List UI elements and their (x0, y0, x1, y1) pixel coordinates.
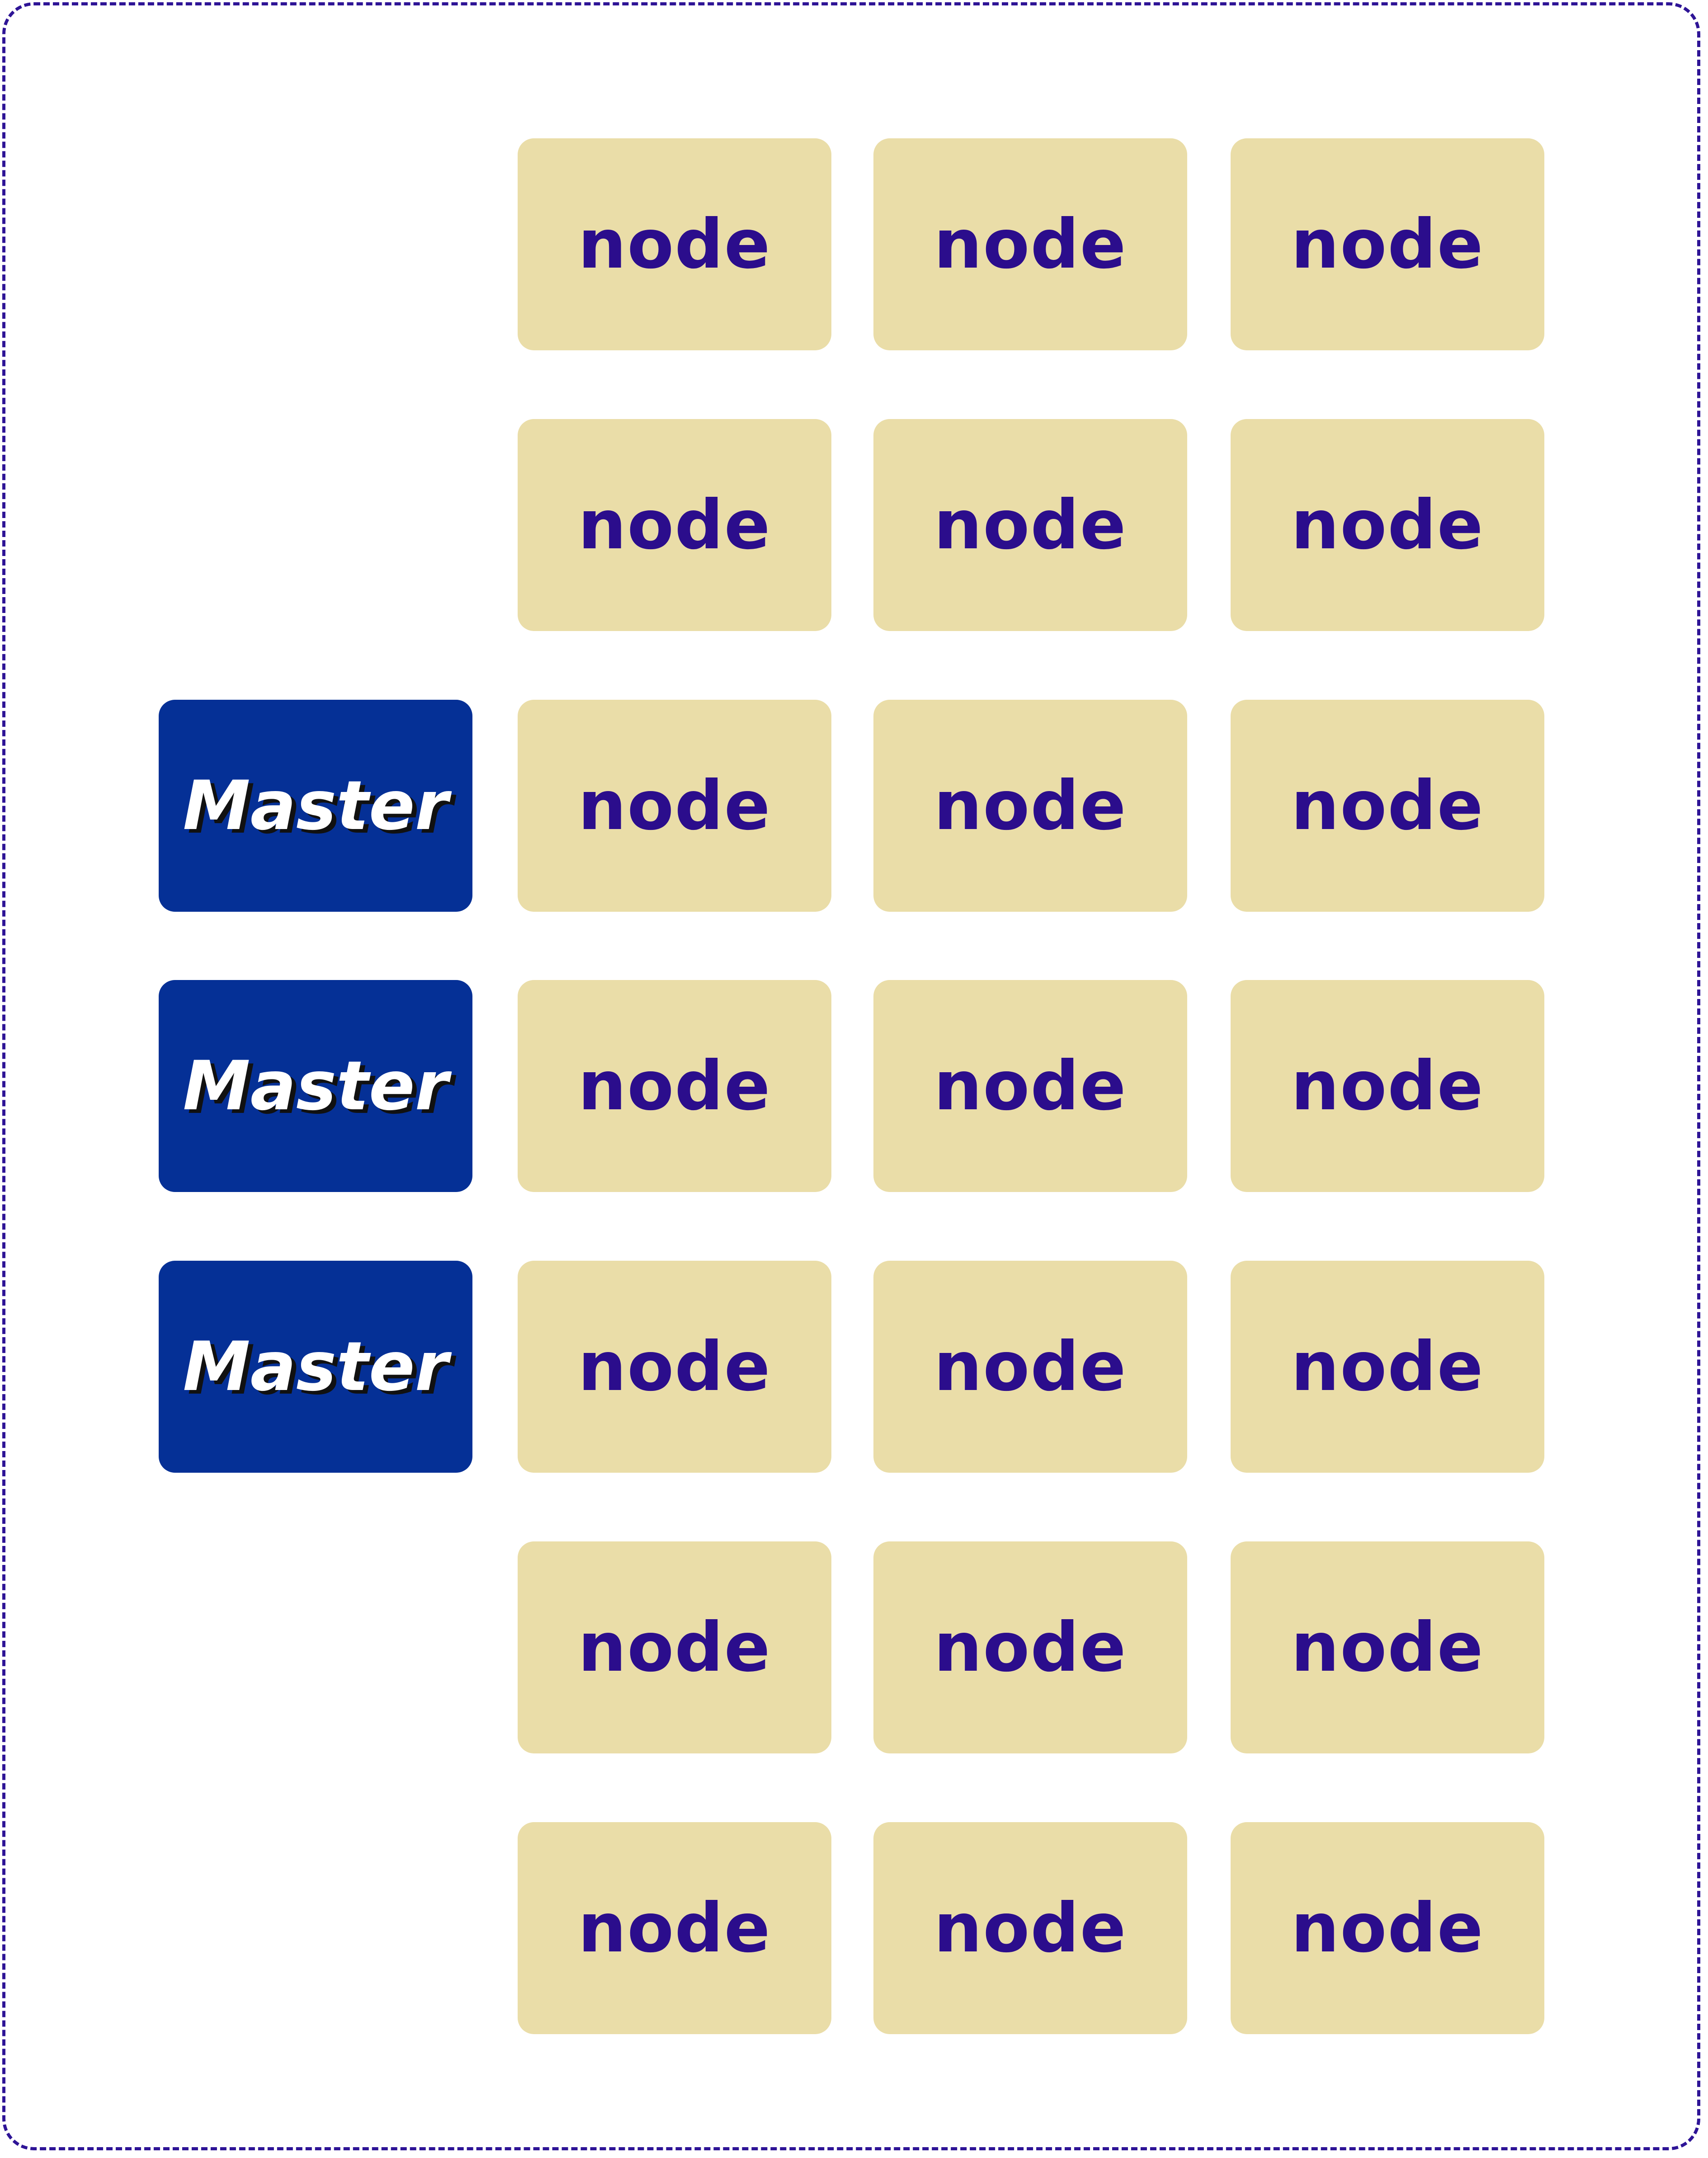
node-box: node (873, 138, 1187, 350)
node-box: node (1231, 700, 1544, 912)
node-box: node (1231, 1261, 1544, 1473)
node-box: node (873, 700, 1187, 912)
node-box: node (873, 419, 1187, 631)
node-box: node (873, 1541, 1187, 1753)
node-box: node (873, 1261, 1187, 1473)
node-box: node (518, 138, 831, 350)
node-box: node (1231, 1541, 1544, 1753)
master-box: Master (159, 980, 472, 1192)
node-box: node (873, 980, 1187, 1192)
node-box: node (518, 1261, 831, 1473)
node-box: node (873, 1822, 1187, 2034)
node-box: node (1231, 1822, 1544, 2034)
node-box: node (518, 419, 831, 631)
node-box: node (518, 700, 831, 912)
node-box: node (1231, 138, 1544, 350)
master-box: Master (159, 1261, 472, 1473)
node-box: node (1231, 980, 1544, 1192)
node-box: node (1231, 419, 1544, 631)
node-box: node (518, 1541, 831, 1753)
master-box: Master (159, 700, 472, 912)
node-box: node (518, 980, 831, 1192)
node-box: node (518, 1822, 831, 2034)
